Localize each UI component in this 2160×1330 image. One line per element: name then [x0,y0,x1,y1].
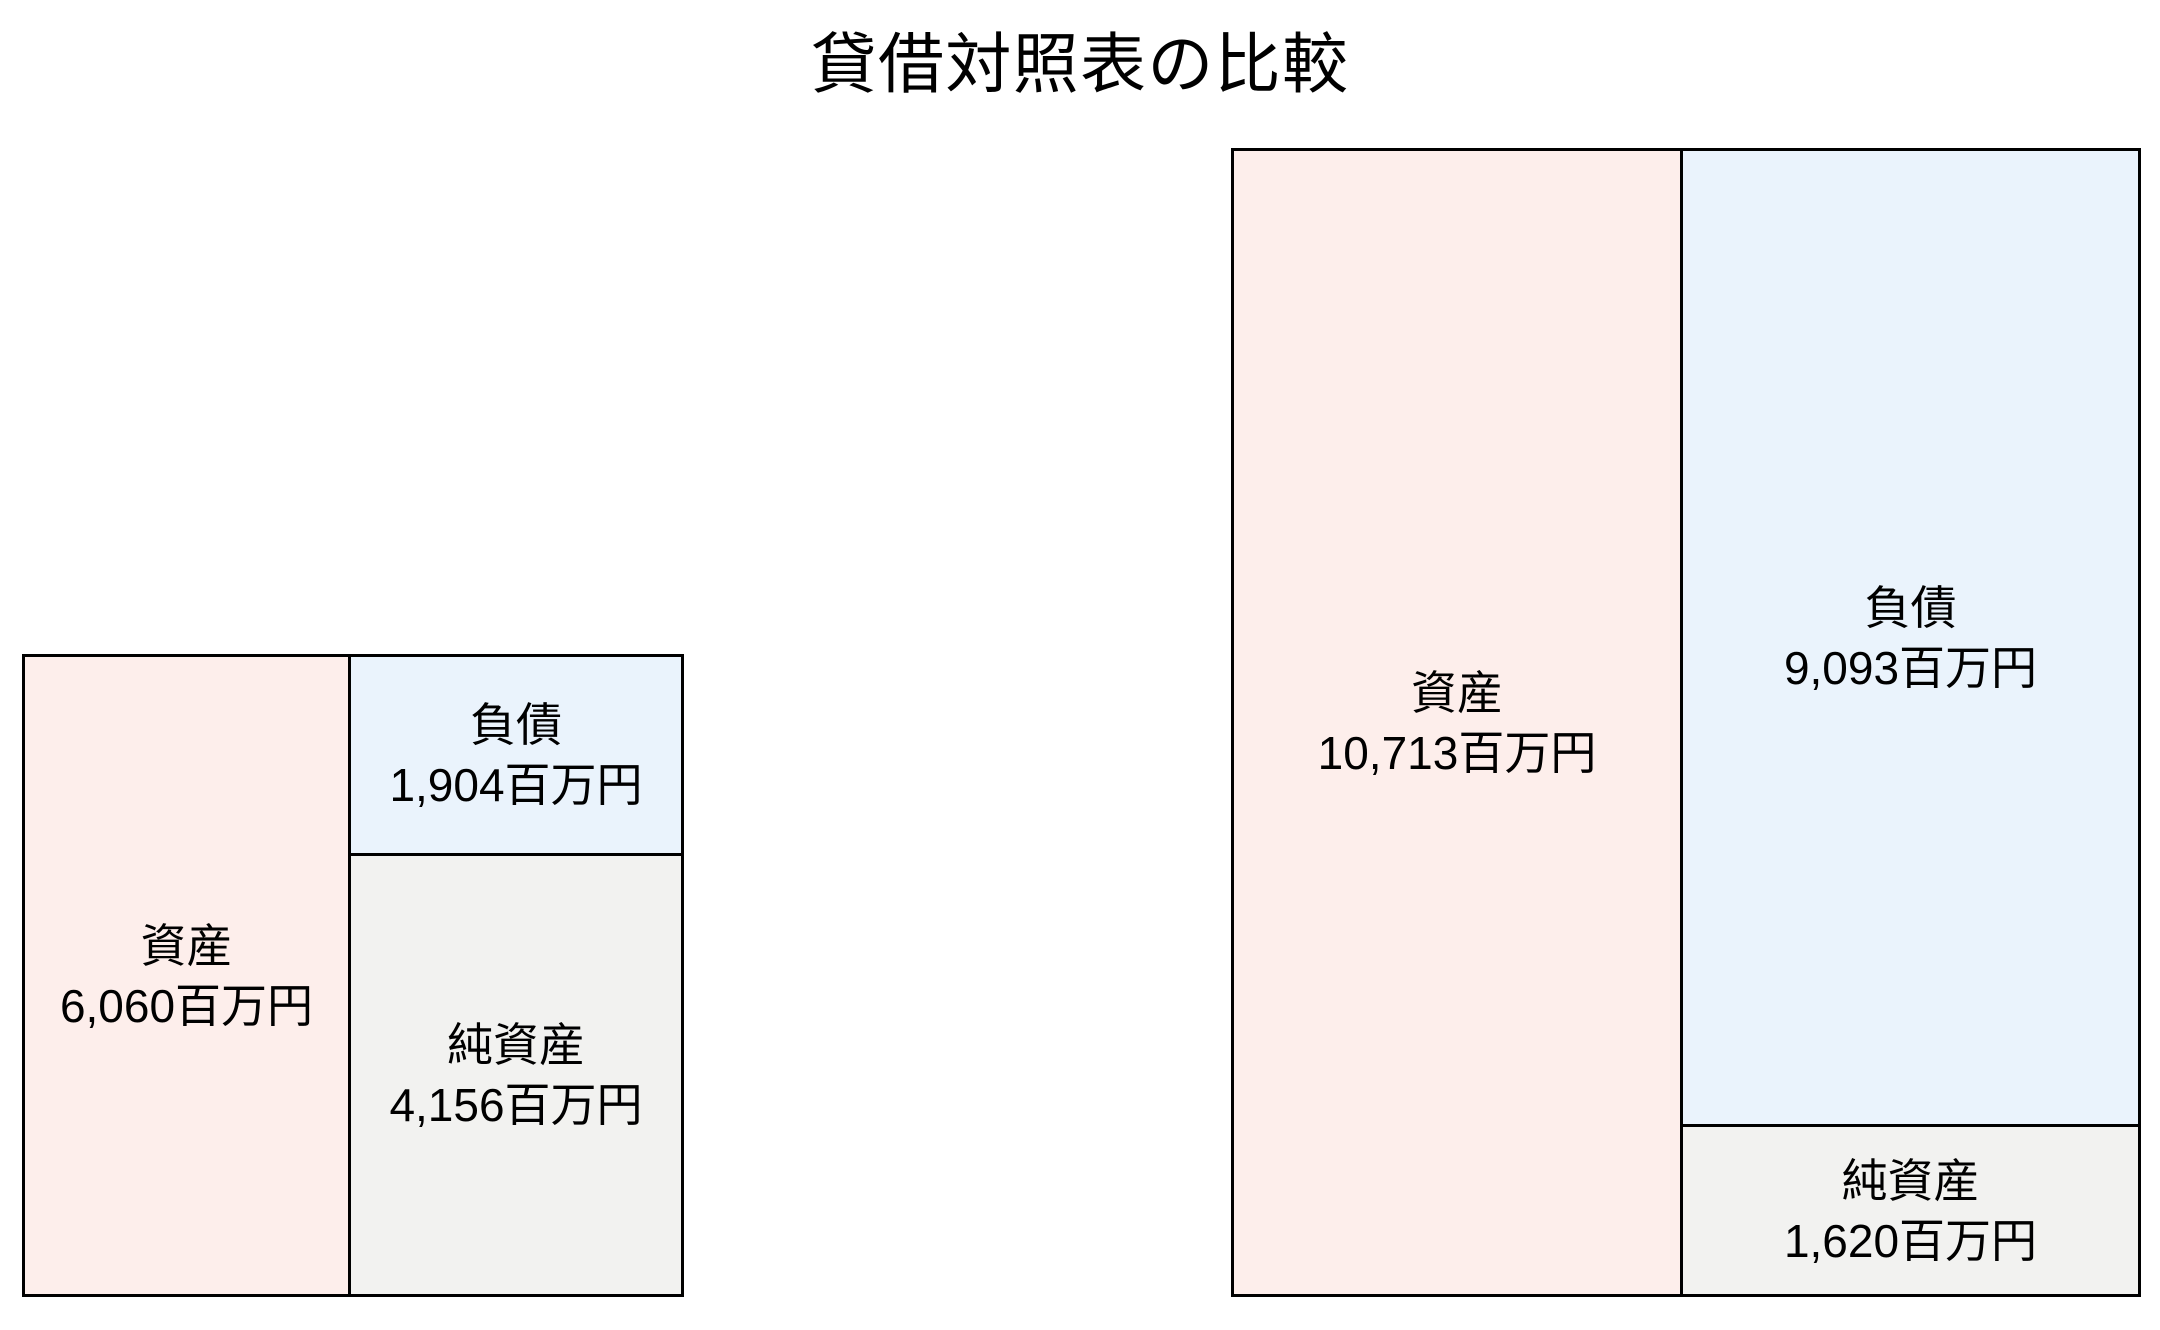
bs-right-net-assets-label-value: 1,620百万円 [1783,1214,2038,1267]
bs-right-assets-label-name: 資産 [1410,666,1503,719]
bs-left-assets-label-value: 6,060百万円 [59,979,314,1032]
bs-right-liabilities-label-name: 負債 [1864,581,1957,634]
bs-left-net-assets-block[interactable]: 純資産 4,156百万円 [348,853,684,1297]
bs-right-assets-block[interactable]: 資産 10,713百万円 [1231,148,1683,1297]
bs-left-liabilities-block[interactable]: 負債 1,904百万円 [348,654,684,856]
bs-left-liabilities-label: 負債 1,904百万円 [389,695,642,815]
chart-title: 貸借対照表の比較 [810,27,1350,101]
bs-left-assets-block[interactable]: 資産 6,060百万円 [22,654,351,1297]
bs-right-assets-label: 資産 10,713百万円 [1318,663,1597,783]
bs-right-assets-label-value: 10,713百万円 [1317,726,1597,779]
bs-left-net-assets-label-name: 純資産 [447,1019,585,1071]
bs-left-liabilities-label-name: 負債 [470,699,562,751]
bs-right-liabilities-label-value: 9,093百万円 [1783,641,2038,694]
bs-left-assets-label: 資産 6,060百万円 [60,916,313,1036]
bs-right-liabilities-label: 負債 9,093百万円 [1784,578,2037,698]
bs-left-assets-label-name: 資産 [140,919,233,972]
bs-left-liabilities-label-value: 1,904百万円 [389,759,643,811]
bs-right-net-assets-label-name: 純資産 [1841,1154,1980,1207]
bs-left-net-assets-label-value: 4,156百万円 [389,1079,643,1131]
balance-sheet-right: 資産 10,713百万円 負債 9,093百万円 純資産 1,620百万円 [1231,148,2141,1297]
balance-sheet-left: 資産 6,060百万円 負債 1,904百万円 純資産 4,156百万円 [22,654,684,1297]
bs-left-net-assets-label: 純資産 4,156百万円 [389,1015,642,1135]
bs-right-net-assets-label: 純資産 1,620百万円 [1784,1151,2037,1271]
bs-right-net-assets-block[interactable]: 純資産 1,620百万円 [1680,1124,2141,1297]
bs-right-liabilities-block[interactable]: 負債 9,093百万円 [1680,148,2141,1127]
